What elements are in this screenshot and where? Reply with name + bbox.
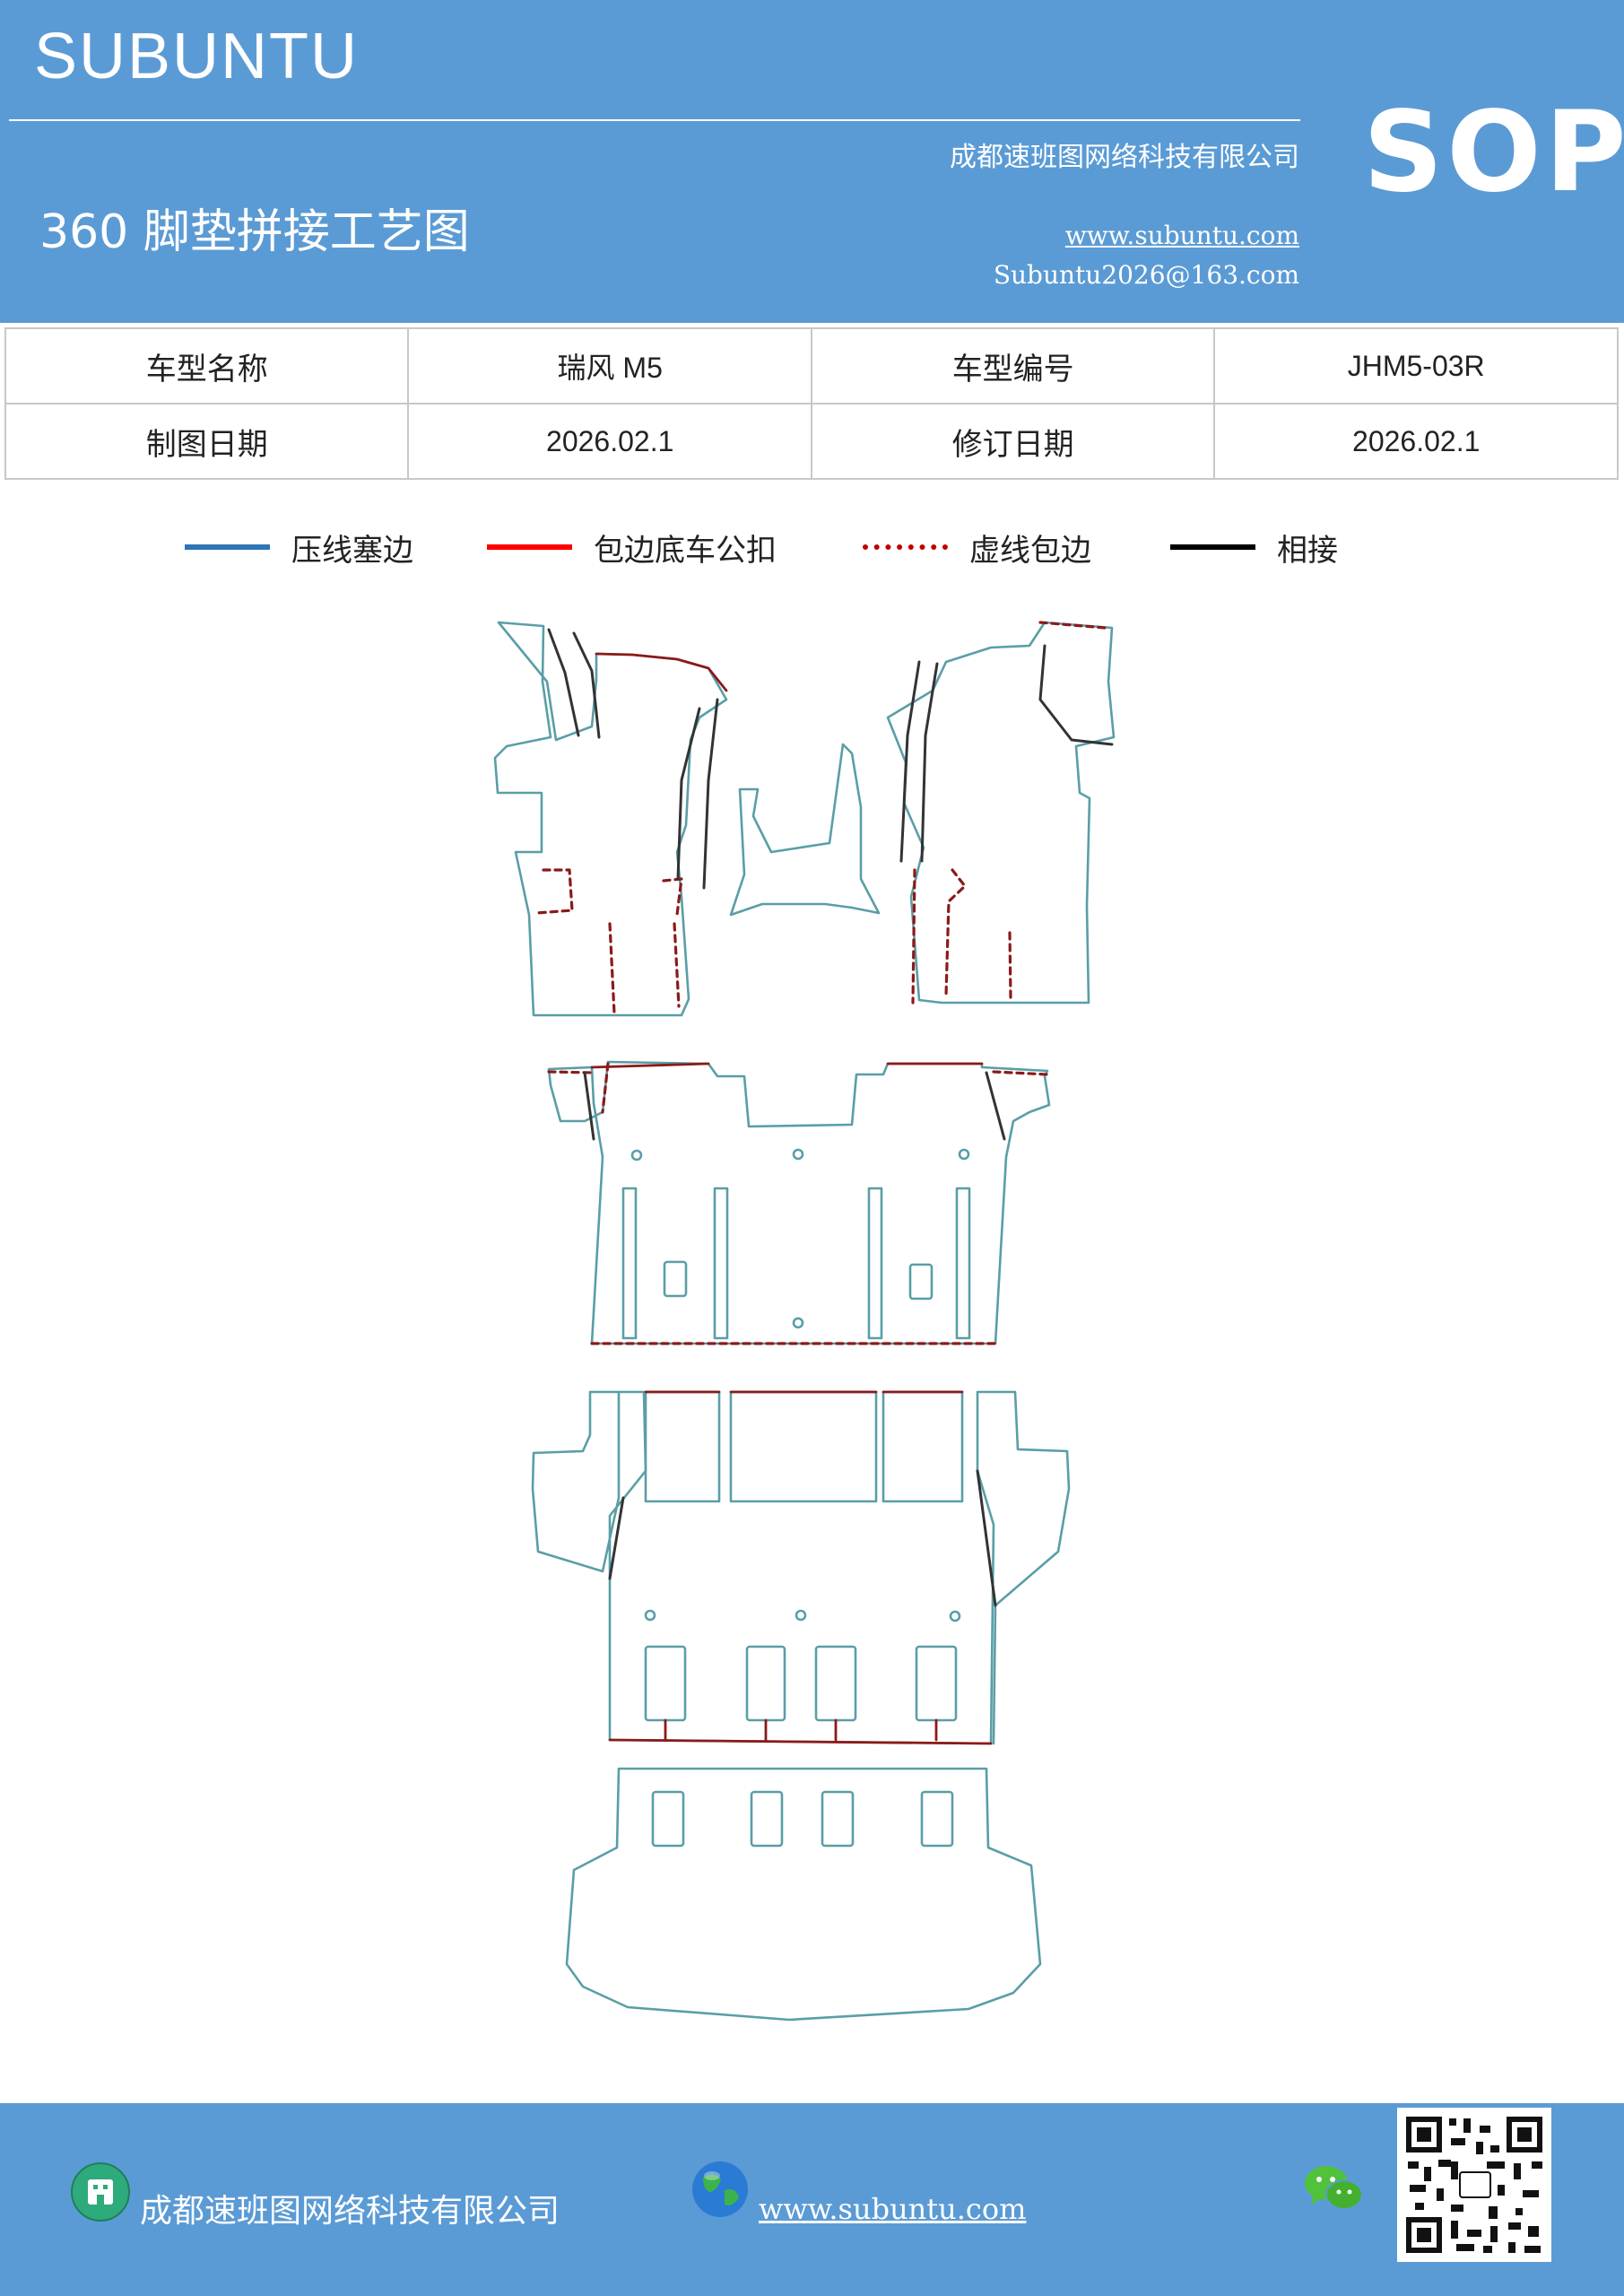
legend-item-joint: 相接 <box>1170 525 1338 570</box>
legend-swatch-red <box>487 544 572 550</box>
value-drawing-date: 2026.02.1 <box>407 403 812 480</box>
legend-item-dotted-edge: 虚线包边 <box>863 525 1091 570</box>
second-row-top-edge <box>590 1062 984 1069</box>
front-left-edge <box>595 652 728 692</box>
third-row-bottom-edge <box>608 1738 993 1745</box>
legend-label: 包边底车公扣 <box>594 532 777 569</box>
header-divider <box>9 119 1300 121</box>
legend-label: 相接 <box>1277 532 1338 569</box>
front-left-join <box>547 628 601 739</box>
legend-swatch-blue <box>185 544 270 550</box>
front-left-dotted-edge <box>534 868 683 1015</box>
document-title: 360 脚垫拼接工艺图 <box>39 205 470 259</box>
label-model-code: 车型编号 <box>810 327 1216 404</box>
front-right-join <box>1038 644 1114 746</box>
wechat-icon[interactable] <box>1302 2161 1365 2215</box>
second-row-side-join <box>583 1071 1006 1141</box>
center-right-join <box>899 660 939 863</box>
label-drawing-date: 制图日期 <box>4 403 410 480</box>
header-email[interactable]: Subuntu2026@163.com <box>993 260 1299 290</box>
legend-item-edge-clip: 包边底车公扣 <box>487 525 777 570</box>
qr-code <box>1397 2108 1551 2262</box>
header-banner <box>0 0 1624 323</box>
table-row: 车型名称 瑞风 M5 车型编号 JHM5-03R <box>4 327 1619 404</box>
front-left-mat <box>493 621 728 1017</box>
value-revision-date: 2026.02.1 <box>1213 403 1619 480</box>
third-row-mat <box>531 1390 1071 1745</box>
footer-website-link[interactable]: www.subuntu.com <box>759 2192 1027 2226</box>
value-model-name: 瑞风 M5 <box>407 327 812 404</box>
sop-badge: SOP <box>1363 88 1624 217</box>
center-tunnel <box>729 743 881 917</box>
legend-label: 压线塞边 <box>291 532 413 569</box>
vehicle-info-table: 车型名称 瑞风 M5 车型编号 JHM5-03R 制图日期 2026.02.1 … <box>4 327 1619 480</box>
table-row: 制图日期 2026.02.1 修订日期 2026.02.1 <box>4 403 1619 480</box>
legend-swatch-red-dotted <box>863 544 948 550</box>
second-row-dotted-edge <box>547 1062 1049 1345</box>
third-row-side-join <box>608 1469 997 1607</box>
legend-label: 虚线包边 <box>969 532 1091 569</box>
building-icon <box>71 2162 130 2222</box>
trunk-mat <box>565 1767 1042 2022</box>
header-company: 成都速班图网络科技有限公司 <box>950 142 1299 173</box>
label-model-name: 车型名称 <box>4 327 410 404</box>
front-right-mat <box>886 621 1116 1004</box>
footer-company: 成都速班图网络科技有限公司 <box>140 2193 560 2230</box>
legend-swatch-black <box>1170 544 1255 550</box>
label-revision-date: 修订日期 <box>810 403 1216 480</box>
center-left-join <box>676 698 719 890</box>
floor-mat-diagram <box>493 621 1116 2022</box>
front-right-dotted-edge <box>911 621 1107 1004</box>
header-website-link[interactable]: www.subuntu.com <box>1064 221 1299 250</box>
legend-item-press-line: 压线塞边 <box>185 525 413 570</box>
brand-logo-text: SUBUNTU <box>34 21 360 92</box>
globe-icon <box>692 2161 748 2217</box>
value-model-code: JHM5-03R <box>1213 327 1619 404</box>
third-row-clip-ticks <box>664 1718 938 1742</box>
